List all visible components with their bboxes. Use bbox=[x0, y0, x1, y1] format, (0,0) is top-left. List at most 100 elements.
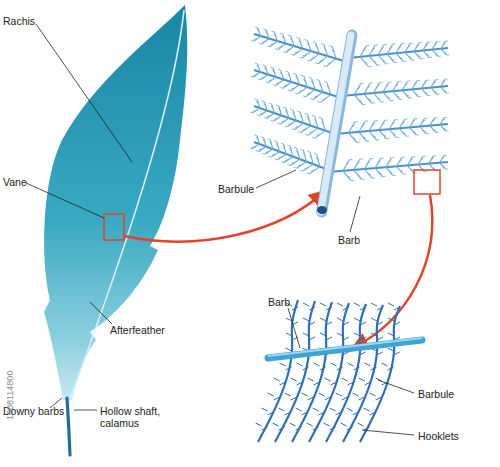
barbule-tip bbox=[434, 117, 437, 118]
barbule-tip bbox=[281, 143, 284, 144]
hooklet bbox=[297, 363, 303, 366]
barbule-line bbox=[274, 32, 277, 41]
barbule-line bbox=[318, 56, 328, 64]
hooklet bbox=[370, 393, 376, 396]
barbule-tip bbox=[365, 120, 368, 121]
barbule-tip bbox=[395, 119, 398, 120]
barbule-tip bbox=[386, 63, 389, 64]
barbule-tip bbox=[390, 100, 393, 101]
barbule-tip bbox=[447, 54, 450, 55]
barbule-line bbox=[420, 118, 425, 126]
barbule-tip bbox=[288, 164, 291, 165]
hooklet bbox=[377, 307, 383, 310]
barbule-line bbox=[431, 88, 437, 95]
hooklet bbox=[353, 393, 359, 396]
barbule-tick bbox=[386, 85, 389, 87]
barbule-tip bbox=[385, 120, 388, 121]
barbule-line bbox=[343, 160, 349, 171]
barbule-line bbox=[405, 43, 410, 52]
hooklet bbox=[307, 423, 313, 426]
watermark: 1608114800 bbox=[4, 371, 16, 420]
barbule-tick bbox=[376, 86, 379, 88]
barbule-tick bbox=[367, 162, 370, 164]
barbule-tick bbox=[256, 137, 258, 140]
barbule-tick bbox=[434, 91, 437, 93]
hooklet bbox=[365, 382, 371, 385]
barb-line bbox=[254, 142, 329, 170]
hooklet bbox=[256, 423, 262, 426]
hooklet bbox=[394, 322, 400, 325]
barbule-tip bbox=[255, 98, 258, 100]
barbule-tip bbox=[291, 54, 294, 56]
barbule-tick bbox=[307, 43, 309, 46]
barbule-line bbox=[283, 34, 286, 43]
barbule-tip bbox=[403, 174, 406, 175]
barbule-tip bbox=[305, 134, 308, 136]
barbule-tick bbox=[399, 46, 402, 48]
hooklet bbox=[303, 367, 309, 370]
barbule-line bbox=[429, 156, 433, 164]
hooklet bbox=[364, 427, 370, 430]
barbule-tick bbox=[292, 112, 294, 115]
hooklet bbox=[262, 427, 268, 430]
barbule-tick bbox=[443, 43, 446, 45]
barbule-tick bbox=[442, 166, 445, 168]
barbule-tip bbox=[249, 148, 252, 149]
hooklet bbox=[279, 408, 285, 411]
barbule-line bbox=[265, 149, 273, 154]
hooklet bbox=[262, 408, 268, 411]
barbule-line bbox=[430, 118, 434, 126]
barbule-tip bbox=[366, 45, 369, 46]
hooklet bbox=[371, 333, 377, 336]
barbule-line bbox=[441, 49, 446, 55]
barbule-line bbox=[364, 169, 372, 178]
barbule-tick bbox=[393, 133, 396, 135]
barbule-tip bbox=[393, 43, 396, 44]
barbule-line bbox=[253, 108, 260, 113]
barbule-tip bbox=[263, 29, 266, 31]
barbule-line bbox=[354, 95, 362, 105]
barbule-line bbox=[441, 41, 445, 48]
hooklet bbox=[388, 367, 394, 370]
barbule-tick bbox=[254, 39, 257, 40]
barbule-tick bbox=[405, 84, 408, 86]
barbule-tip bbox=[275, 48, 278, 50]
barbule-tip bbox=[290, 109, 293, 111]
barbule-tip bbox=[300, 170, 303, 171]
hooklet bbox=[382, 363, 388, 366]
leader-lines bbox=[26, 24, 414, 435]
hooklet bbox=[302, 393, 308, 396]
barbule-tip bbox=[262, 65, 265, 67]
barbule-tick bbox=[395, 84, 398, 86]
barbule-line bbox=[273, 68, 276, 77]
barbule-tip bbox=[418, 96, 421, 97]
barbule-line bbox=[298, 87, 307, 94]
hooklet bbox=[371, 303, 377, 306]
barbule-line bbox=[432, 42, 436, 50]
barbule-line bbox=[253, 72, 260, 77]
barbule-tick bbox=[381, 48, 384, 50]
barbule-tick bbox=[422, 120, 425, 122]
barbule-line bbox=[267, 113, 275, 119]
barbule-line bbox=[297, 162, 307, 169]
hooklet bbox=[285, 393, 291, 396]
barbule-line bbox=[252, 144, 259, 149]
barbule-line bbox=[399, 119, 404, 128]
barbule-tip bbox=[423, 156, 426, 157]
barbule-tip bbox=[293, 73, 296, 75]
barbule-line bbox=[393, 82, 398, 91]
barbule-line bbox=[396, 53, 403, 61]
barbule-tip bbox=[437, 94, 440, 95]
barbule-tip bbox=[283, 51, 286, 53]
barbule-line bbox=[405, 52, 412, 60]
hooklet bbox=[280, 382, 286, 385]
barbule-line bbox=[302, 51, 311, 58]
barbule-tip bbox=[270, 67, 273, 69]
barbule-line bbox=[259, 146, 266, 151]
barbule-tick bbox=[276, 144, 278, 147]
barbule-tick bbox=[435, 53, 438, 55]
barbule-tick bbox=[389, 160, 392, 162]
barbule-line bbox=[332, 47, 336, 59]
barbule-line bbox=[281, 70, 284, 79]
part-label: Vane bbox=[3, 176, 27, 188]
